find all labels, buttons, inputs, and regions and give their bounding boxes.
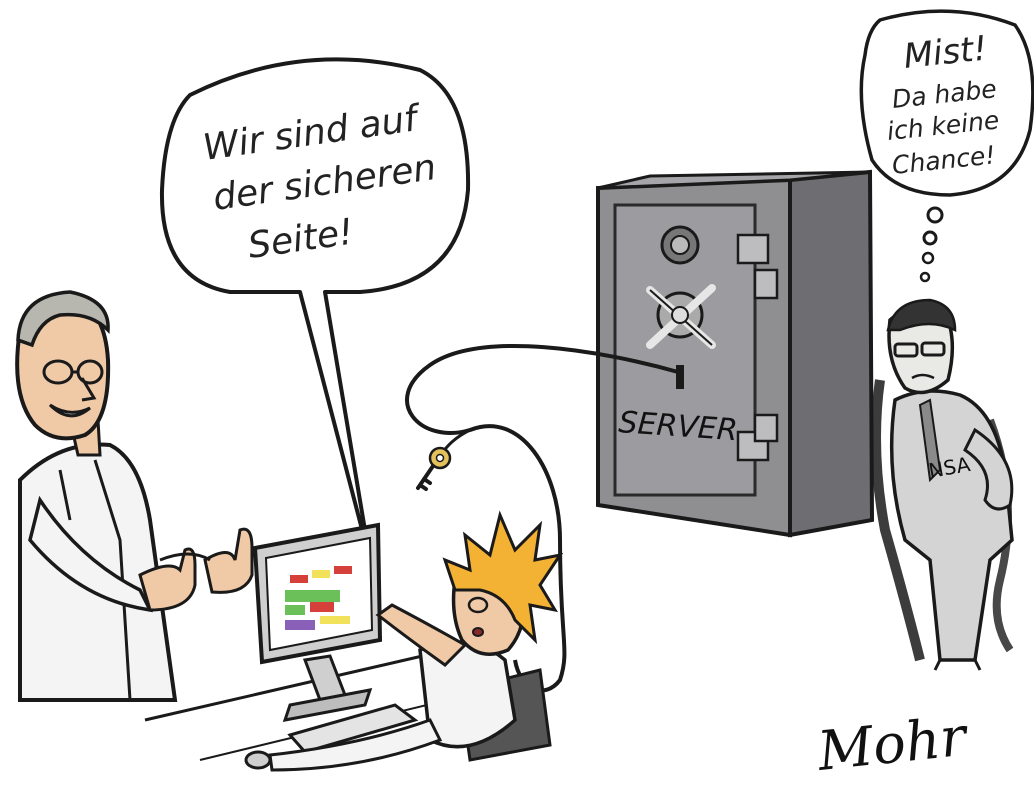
speech-bubble: Wir sind auf der sicheren Seite! [159, 57, 471, 562]
key-icon [416, 446, 452, 491]
glasses-icon [467, 596, 489, 614]
artist-signature: Mohr [814, 704, 972, 783]
thought-bubble: Mist! Da habe ich keine Chance! [859, 9, 1034, 283]
keyhole-icon [676, 365, 684, 389]
safe-label: SERVER [617, 405, 738, 448]
server-safe: SERVER [596, 169, 875, 538]
glasses-icon [42, 359, 104, 385]
woman-figure [268, 510, 564, 772]
wheel-handle-icon [646, 284, 716, 349]
nsa-agent-figure: NSA [871, 298, 1014, 671]
doctor-figure [15, 290, 254, 702]
keyboard [287, 703, 419, 754]
thumbs-up-icon [138, 527, 254, 612]
glasses-icon [893, 341, 946, 358]
thought-line-1: Mist! [902, 28, 989, 77]
computer-monitor [252, 522, 383, 722]
mouse-icon [244, 750, 272, 770]
key-cord [405, 344, 679, 693]
